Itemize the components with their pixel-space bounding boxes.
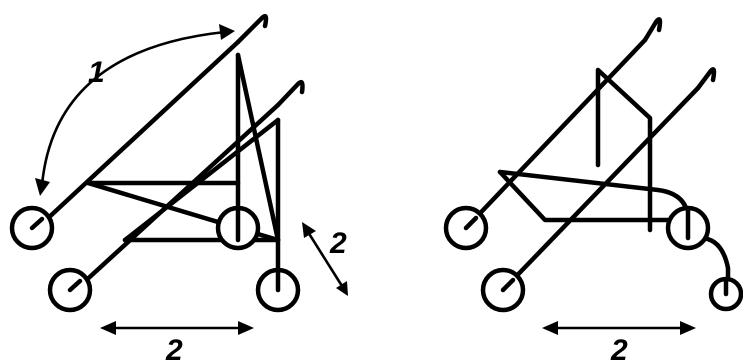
front-frame-tube-folded — [500, 85, 701, 293]
handle-hook-front-right — [695, 67, 717, 91]
rear-frame-tube — [29, 39, 241, 236]
fold-arrow-head-top — [219, 24, 235, 40]
cross-brace-3 — [122, 117, 281, 243]
stroller-folded — [443, 17, 743, 313]
handle-hook-rear-left — [235, 14, 269, 45]
depth-arrow-head-top — [302, 222, 316, 238]
seat-bottom-folded — [497, 169, 691, 223]
depth-arrow-line — [306, 230, 344, 288]
width-arrow-head-right-a — [542, 321, 558, 335]
width-label-right: 2 — [610, 334, 628, 363]
cross-brace-2 — [235, 52, 281, 243]
stroller-unfolded — [9, 14, 305, 313]
axle-rear-left — [29, 216, 45, 231]
axle-folded-front-left — [500, 277, 516, 293]
width-label-left: 2 — [165, 334, 183, 363]
fold-arrow — [35, 24, 235, 196]
fold-arc — [40, 30, 227, 187]
fold-angle-label: 1 — [88, 56, 105, 89]
handle-hook-rear-right — [642, 17, 663, 43]
seat-back-folded — [595, 67, 653, 233]
width-arrow-left — [100, 321, 254, 335]
depth-label-left: 2 — [329, 227, 347, 260]
width-arrow-head-left-a — [100, 321, 116, 335]
axle-front-left — [67, 278, 83, 293]
depth-arrow-left — [302, 222, 348, 296]
axle-folded-rear-left — [463, 215, 479, 231]
depth-arrow-head-bottom — [336, 281, 348, 296]
width-arrow-head-left-b — [238, 321, 254, 335]
width-arrow-head-right-b — [680, 321, 696, 335]
rear-frame-tube-folded — [463, 37, 648, 231]
fold-arrow-head-bottom — [35, 178, 50, 196]
handle-hook-front-left — [275, 80, 305, 108]
width-arrow-right — [542, 321, 696, 335]
